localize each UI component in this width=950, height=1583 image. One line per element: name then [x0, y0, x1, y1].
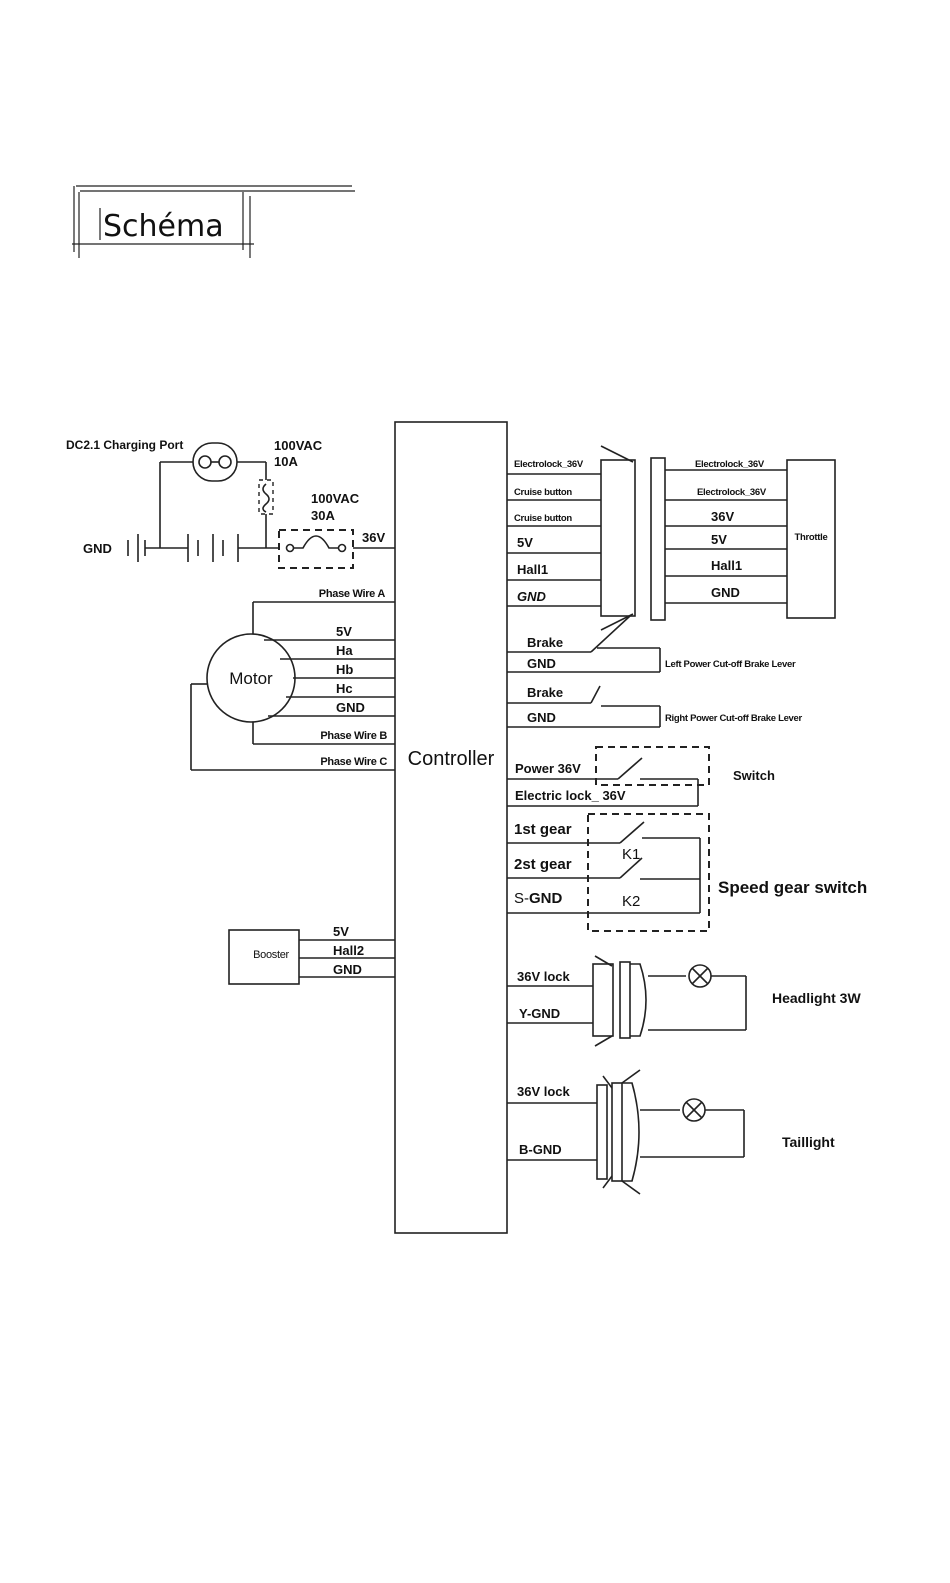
booster-label: Booster: [253, 949, 289, 961]
brakes-section: [507, 615, 661, 728]
title-frame: [72, 185, 355, 258]
phase-b-label: Phase Wire B: [320, 730, 387, 742]
booster-gnd-label: GND: [333, 962, 362, 977]
battery-gnd-label: GND: [83, 541, 112, 556]
left-brake-gnd-label: GND: [527, 656, 556, 671]
s-gnd-prefix: S-: [514, 890, 529, 907]
headlight-label: Headlight 3W: [772, 990, 861, 1006]
headlight-gnd-label: Y-GND: [519, 1006, 560, 1021]
throttle-label: Throttle: [795, 532, 828, 543]
throttle-right-hall1: Hall1: [711, 558, 742, 573]
motor-label: Motor: [229, 669, 273, 688]
electric-lock-label: Electric lock_ 36V: [515, 788, 626, 803]
motor-hb-label: Hb: [336, 662, 353, 677]
throttle-section: [507, 445, 836, 631]
right-brake-gnd-label: GND: [527, 710, 556, 725]
fuse1-voltage-label: 100VAC: [274, 438, 323, 453]
left-brake-label: Brake: [527, 635, 563, 650]
headlight-lock-label: 36V lock: [517, 969, 571, 984]
booster-5v-label: 5V: [333, 924, 349, 939]
booster-hall2-label: Hall2: [333, 943, 364, 958]
motor-hc-label: Hc: [336, 681, 353, 696]
throttle-left-cruise-2: Cruise button: [514, 513, 572, 524]
taillight-lock-label: 36V lock: [517, 1084, 571, 1099]
phase-c-label: Phase Wire C: [320, 756, 387, 768]
fuse1-current-label: 10A: [274, 454, 298, 469]
power-section: [127, 442, 395, 569]
throttle-right-gnd: GND: [711, 585, 740, 600]
throttle-right-electrolock-2: Electrolock_36V: [697, 487, 767, 498]
phase-a-label: Phase Wire A: [319, 588, 386, 600]
throttle-right-5v: 5V: [711, 532, 727, 547]
second-gear-label: 2st gear: [514, 856, 572, 873]
throttle-left-gnd: GND: [517, 589, 547, 604]
charging-port-label: DC2.1 Charging Port: [66, 438, 183, 452]
power-switch-section: [507, 746, 710, 807]
booster-box: [228, 929, 300, 985]
motor-gnd-label: GND: [336, 700, 365, 715]
fuse2-voltage-label: 100VAC: [311, 491, 360, 506]
taillight-gnd-label: B-GND: [519, 1142, 562, 1157]
right-brake-lever-label: Right Power Cut-off Brake Lever: [665, 713, 803, 724]
booster-section: [228, 929, 395, 985]
fuse2-current-label: 30A: [311, 508, 335, 523]
throttle-plug-left: [600, 459, 636, 617]
throttle-left-hall1: Hall1: [517, 562, 548, 577]
motor-section: [190, 601, 395, 771]
k1-label: K1: [622, 846, 640, 863]
controller-label: Controller: [408, 748, 495, 770]
power-36v-label: Power 36V: [515, 761, 581, 776]
throttle-left-electrolock: Electrolock_36V: [514, 459, 584, 470]
headlight-plug-right: [619, 961, 631, 1039]
throttle-box: [786, 459, 836, 619]
taillight-section: [507, 1069, 745, 1195]
throttle-plug-right: [650, 457, 666, 621]
controller-box: [394, 421, 508, 1234]
right-brake-label: Brake: [527, 685, 563, 700]
taillight-plug-left: [596, 1084, 608, 1180]
speed-gear-section: [507, 813, 710, 932]
headlight-plug-left: [592, 963, 614, 1037]
throttle-right-electrolock-1: Electrolock_36V: [695, 459, 765, 470]
throttle-left-cruise-1: Cruise button: [514, 487, 572, 498]
taillight-label: Taillight: [782, 1134, 835, 1150]
s-gnd-suffix: GND: [529, 890, 563, 907]
motor-ha-label: Ha: [336, 643, 353, 658]
left-brake-lever-label: Left Power Cut-off Brake Lever: [665, 659, 796, 670]
switch-label: Switch: [733, 768, 775, 783]
throttle-right-36v: 36V: [711, 509, 734, 524]
battery-36v-label: 36V: [362, 530, 385, 545]
k2-label: K2: [622, 893, 640, 910]
motor-5v-label: 5V: [336, 624, 352, 639]
page-title: Schéma: [103, 209, 224, 244]
taillight-plug-mid: [611, 1082, 623, 1182]
first-gear-label: 1st gear: [514, 821, 572, 838]
s-gnd-label: S-GND: [514, 890, 563, 907]
headlight-section: [507, 955, 747, 1047]
throttle-left-5v: 5V: [517, 535, 533, 550]
speed-gear-switch-label: Speed gear switch: [718, 878, 867, 897]
